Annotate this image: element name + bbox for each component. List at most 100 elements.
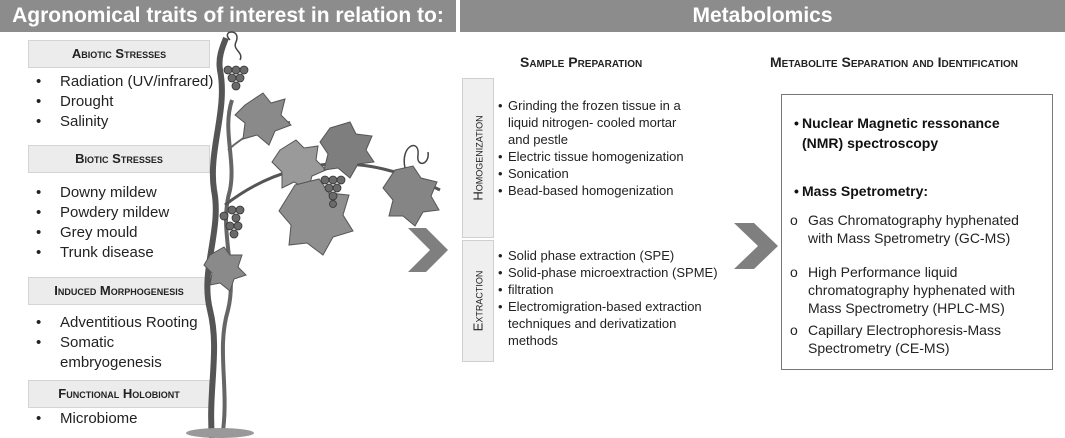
list-item-continuation: techniques and derivatization	[498, 315, 748, 332]
vine-leaf	[319, 121, 375, 179]
ms-method-text-line: Spectrometry (CE-MS)	[808, 340, 950, 356]
list-item: •Adventitious Rooting	[36, 314, 198, 331]
list-item-text: Solid phase extraction (SPE)	[508, 248, 675, 263]
right-banner: Metabolomics	[460, 0, 1065, 32]
abiotic-list: •Radiation (UV/infrared) •Drought •Salin…	[36, 72, 213, 132]
ms-method-gcms: o Gas Chromatography hyphenated with Mas…	[790, 212, 1019, 246]
list-item: •Radiation (UV/infrared)	[36, 73, 214, 90]
list-item-text: Electric tissue homogenization	[508, 149, 684, 164]
list-item-continuation: embryogenesis	[36, 353, 198, 373]
holobiont-list: •Microbiome	[36, 409, 138, 429]
list-item-text: Microbiome	[60, 410, 138, 427]
separation-title: Metabolite Separation and Identification	[770, 54, 1018, 70]
chevron-right-icon	[734, 223, 778, 269]
ms-method-text-line: with Mass Spetrometry (GC-MS)	[808, 230, 1011, 246]
vine-trunk	[204, 36, 229, 438]
list-item: •Solid-phase microextraction (SPME)	[498, 265, 718, 280]
extraction-label: Extraction	[470, 270, 486, 332]
ms-method-text-line: Capillary Electrophoresis-Mass	[808, 322, 1001, 338]
category-header-holobiont: Functional Holobiont	[28, 380, 210, 408]
vine-leaf	[278, 178, 354, 256]
nmr-text-line-2: (NMR) spectroscopy	[802, 135, 939, 151]
biotic-list: •Downy mildew •Powdery mildew •Grey moul…	[36, 183, 169, 263]
list-item-text: liquid nitrogen- cooled mortar	[508, 115, 677, 130]
list-item-continuation: and pestle	[498, 131, 748, 148]
sample-preparation-title: Sample Preparation	[520, 54, 642, 70]
ms-method-text-line: Gas Chromatography hyphenated	[808, 212, 1019, 228]
list-item-text: Bead-based homogenization	[508, 183, 674, 198]
chevron-right-icon	[408, 228, 448, 272]
list-item-text: Downy mildew	[60, 184, 157, 201]
list-item-text: Somatic	[60, 334, 115, 351]
list-item: •Solid phase extraction (SPE)	[498, 248, 675, 263]
nmr-item: •Nuclear Magnetic ressonance (NMR) spect…	[794, 115, 1000, 151]
list-item: •Trunk disease	[36, 244, 154, 261]
list-item: •Drought	[36, 93, 114, 110]
list-item-text: Powdery mildew	[60, 204, 170, 221]
vine-tendril	[226, 31, 242, 61]
list-item-text: methods	[508, 333, 558, 348]
grape-cluster	[219, 205, 245, 239]
list-item: •Electric tissue homogenization	[498, 149, 684, 164]
ms-method-text-line: Mass Spectrometry (HPLC-MS)	[808, 300, 1005, 316]
list-item-text: Sonication	[508, 166, 569, 181]
ms-title: Mass Spetrometry:	[802, 183, 929, 199]
list-item-continuation: methods	[498, 332, 748, 349]
list-item: •Somatic	[36, 334, 115, 351]
list-item: •Bead-based homogenization	[498, 183, 674, 198]
list-item-text: Solid-phase microextraction (SPME)	[508, 265, 718, 280]
category-title-biotic: Biotic Stresses	[75, 151, 163, 166]
category-title-holobiont: Functional Holobiont	[58, 386, 180, 401]
list-item-text: Trunk disease	[60, 244, 154, 261]
category-header-abiotic: Abiotic Stresses	[28, 40, 210, 68]
list-item: •Sonication	[498, 166, 569, 181]
morphogenesis-list: •Adventitious Rooting •Somatic embryogen…	[36, 313, 198, 373]
list-item: •Microbiome	[36, 410, 138, 427]
list-item-text: Electromigration-based extraction	[508, 299, 702, 314]
vine-leaf	[382, 165, 440, 227]
vine-ground	[186, 428, 254, 438]
left-banner: Agronomical traits of interest in relati…	[0, 0, 456, 32]
ms-method-text-line: chromatography hyphenated with	[808, 282, 1016, 298]
sample-preparation-title-text: Sample Preparation	[520, 54, 643, 70]
grapevine-illustration	[186, 31, 441, 438]
ms-method-hplcms: o High Performance liquid chromatography…	[790, 264, 1016, 316]
homogenization-label: Homogenization	[470, 115, 486, 201]
homogenization-list: •Grinding the frozen tissue in a liquid …	[498, 97, 748, 199]
list-item-text: and pestle	[508, 132, 568, 147]
list-item-text: Grinding the frozen tissue in a	[508, 98, 681, 113]
ms-item: •Mass Spetrometry:	[794, 183, 929, 199]
left-banner-title: Agronomical traits of interest in relati…	[12, 4, 444, 27]
list-item: •Grinding the frozen tissue in a	[498, 98, 681, 113]
nmr-text-line-1: Nuclear Magnetic ressonance	[802, 115, 1000, 131]
vine-leaf	[271, 139, 327, 191]
vine-tendril	[403, 144, 429, 169]
list-item-text: techniques and derivatization	[508, 316, 677, 331]
list-item-text: filtration	[508, 282, 554, 297]
list-item: •filtration	[498, 282, 554, 297]
list-item: •Salinity	[36, 113, 109, 130]
homogenization-label-box: Homogenization	[462, 78, 494, 238]
list-item-text: Adventitious Rooting	[60, 314, 198, 331]
right-banner-title: Metabolomics	[692, 4, 833, 27]
category-header-morphogenesis: Induced Morphogenesis	[28, 277, 210, 305]
category-title-morphogenesis: Induced Morphogenesis	[54, 283, 184, 298]
extraction-label-box: Extraction	[462, 240, 494, 362]
vine-leaf	[203, 246, 247, 292]
separation-methods-box: •Nuclear Magnetic ressonance (NMR) spect…	[781, 94, 1053, 370]
list-item-text: Grey mould	[60, 224, 138, 241]
list-item-text: Drought	[60, 93, 114, 110]
list-item-text: Salinity	[60, 113, 109, 130]
list-item: •Electromigration-based extraction	[498, 299, 702, 314]
list-item: •Grey mould	[36, 224, 138, 241]
ms-method-text-line: High Performance liquid	[808, 264, 958, 280]
list-item-continuation: liquid nitrogen- cooled mortar	[498, 114, 748, 131]
vine-leaf	[234, 92, 292, 146]
extraction-list: •Solid phase extraction (SPE) •Solid-pha…	[498, 247, 748, 349]
list-item-text: Radiation (UV/infrared)	[60, 73, 214, 90]
list-item: •Powdery mildew	[36, 204, 170, 221]
ms-method-cems: o Capillary Electrophoresis-Mass Spectro…	[790, 322, 1001, 356]
separation-title-text: Metabolite Separation and Identification	[770, 54, 1019, 70]
grape-cluster	[320, 175, 346, 208]
category-title-abiotic: Abiotic Stresses	[71, 46, 167, 61]
